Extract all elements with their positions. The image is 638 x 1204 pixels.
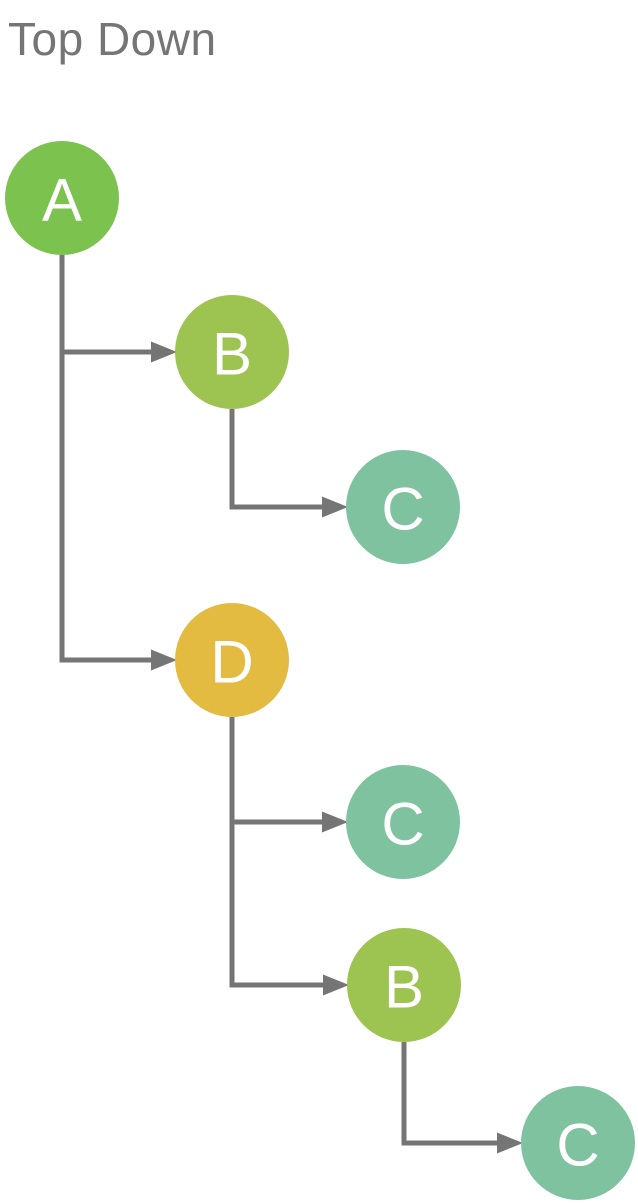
node-circle-C2[interactable] xyxy=(346,765,460,879)
node-D[interactable]: D xyxy=(175,603,289,717)
node-C1[interactable]: C xyxy=(346,450,460,564)
node-circle-C1[interactable] xyxy=(346,450,460,564)
arrowhead-icon-A-D xyxy=(151,649,177,671)
node-circle-D[interactable] xyxy=(175,603,289,717)
arrowhead-icon-B1-C1 xyxy=(322,496,348,518)
node-B2[interactable]: B xyxy=(347,928,461,1042)
edge-A-D xyxy=(59,255,155,663)
arrowhead-icon-B2-C3 xyxy=(497,1132,523,1154)
node-circle-B2[interactable] xyxy=(347,928,461,1042)
arrowhead-icon-D-C2 xyxy=(322,811,348,833)
edge-A-B1 xyxy=(59,255,155,355)
diagram-title: Top Down xyxy=(8,13,217,65)
node-B1[interactable]: B xyxy=(175,295,289,409)
arrowhead-icon-D-B2 xyxy=(323,974,349,996)
node-circle-A[interactable] xyxy=(5,141,119,255)
node-C3[interactable]: C xyxy=(521,1086,635,1200)
node-C2[interactable]: C xyxy=(346,765,460,879)
edge-B2-C3 xyxy=(401,1042,501,1146)
node-circle-B1[interactable] xyxy=(175,295,289,409)
node-A[interactable]: A xyxy=(5,141,119,255)
arrowhead-icon-A-B1 xyxy=(151,341,177,363)
edge-D-C2 xyxy=(229,717,326,825)
edge-D-B2 xyxy=(229,717,327,988)
node-circle-C3[interactable] xyxy=(521,1086,635,1200)
edge-B1-C1 xyxy=(229,409,326,510)
